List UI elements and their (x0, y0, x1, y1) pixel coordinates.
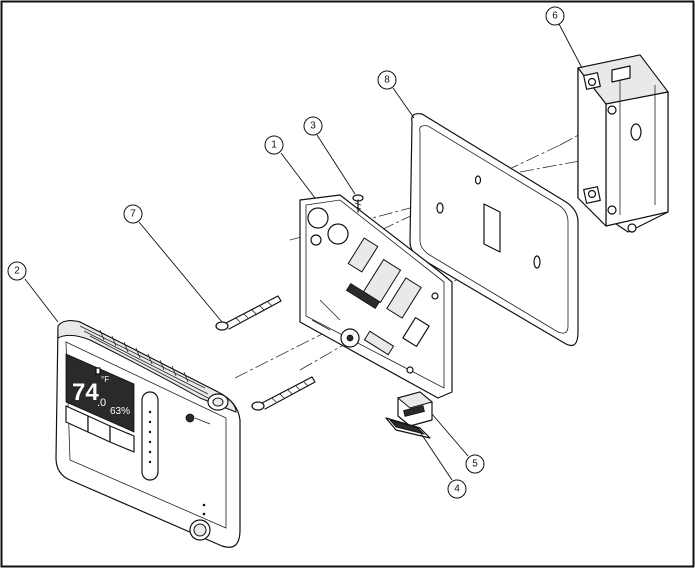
display-unit: °F (101, 375, 109, 384)
callout-1: 1 (264, 135, 316, 199)
callout-8-label: 8 (384, 75, 390, 86)
callout-8: 8 (377, 70, 415, 119)
touch-slider (141, 391, 159, 481)
display-decimal: .0 (97, 397, 106, 409)
part-6-electrical-box (577, 54, 669, 233)
callout-5: 5 (431, 413, 485, 474)
callout-1-label: 1 (271, 140, 277, 151)
callout-6: 6 (545, 6, 583, 69)
callout-3: 3 (303, 116, 356, 195)
part-8-wall-plate (409, 113, 579, 347)
callout-6-label: 6 (552, 11, 558, 22)
part-3-screw (352, 194, 364, 213)
part-2-thermostat-front: 74 °F .0 63% (55, 320, 241, 548)
callout-3-label: 3 (310, 121, 316, 132)
part-5-clip (396, 391, 434, 427)
callout-5-label: 5 (472, 459, 478, 470)
callout-4: 4 (419, 431, 467, 499)
display-humidity: 63% (110, 406, 130, 417)
callout-7-label: 7 (130, 209, 136, 220)
display-screen (65, 353, 135, 433)
callout-7: 7 (123, 204, 223, 323)
part-4-clip (385, 417, 431, 439)
display-temperature: 74 (72, 379, 99, 406)
callout-2: 2 (7, 261, 59, 323)
part-7-screw-upper (215, 295, 282, 331)
part-7-screw-lower (251, 376, 316, 411)
callout-2-label: 2 (14, 266, 20, 277)
callout-4-label: 4 (454, 484, 460, 495)
